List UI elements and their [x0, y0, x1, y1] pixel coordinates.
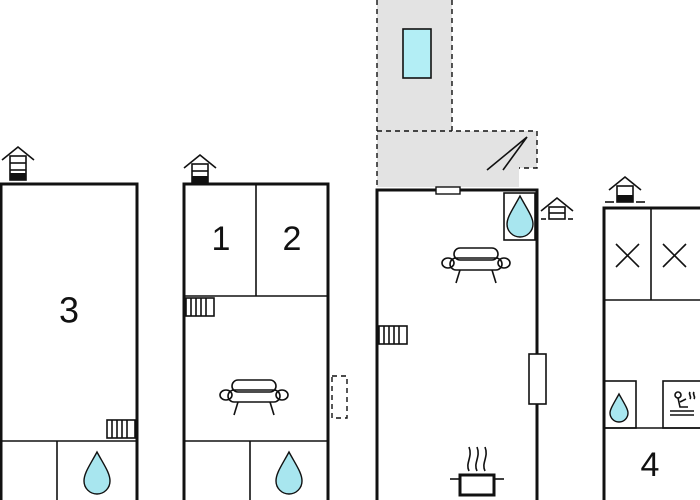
building-4-sauna: [662, 380, 700, 429]
room-number-3: 3: [59, 290, 79, 331]
sofa-icon: [441, 247, 511, 284]
building-3-outline: [375, 188, 539, 500]
building-2: 1 2: [182, 153, 348, 500]
house-entrance-icon: [183, 153, 217, 184]
radiator-icon: [378, 325, 408, 345]
terrace-area: [377, 0, 537, 187]
house-entrance-icon: [540, 196, 574, 220]
pool-icon: [402, 28, 432, 79]
building-3: [375, 0, 574, 500]
room-number-4: 4: [641, 446, 660, 484]
house-entrance-icon: [1, 145, 35, 181]
sofa-icon: [219, 379, 289, 416]
water-drop-icon: [506, 194, 534, 238]
building-4: 4: [602, 175, 700, 500]
building-3-side-window: [528, 353, 547, 405]
water-drop-icon: [275, 450, 303, 495]
radiator-icon: [106, 419, 136, 439]
bed-icon: [662, 243, 687, 268]
terrace-outline: [376, 0, 538, 190]
sauna-icon: [670, 391, 696, 416]
house-entrance-icon: [605, 175, 645, 203]
building-4-outline: [602, 206, 700, 500]
building-3-window: [435, 186, 461, 195]
building-3-shower: [503, 192, 536, 241]
cooking-pot-icon: [450, 446, 504, 497]
building-1-outline: [0, 182, 139, 500]
building-2-side-door: [331, 375, 348, 419]
water-drop-icon: [609, 392, 629, 423]
radiator-icon: [185, 297, 215, 317]
bed-icon: [615, 243, 640, 268]
building-1: 3: [0, 145, 139, 500]
terrace-chair-icon: [486, 136, 528, 171]
room-number-2: 2: [283, 220, 302, 258]
water-drop-icon: [83, 450, 111, 495]
room-number-1: 1: [212, 220, 231, 258]
